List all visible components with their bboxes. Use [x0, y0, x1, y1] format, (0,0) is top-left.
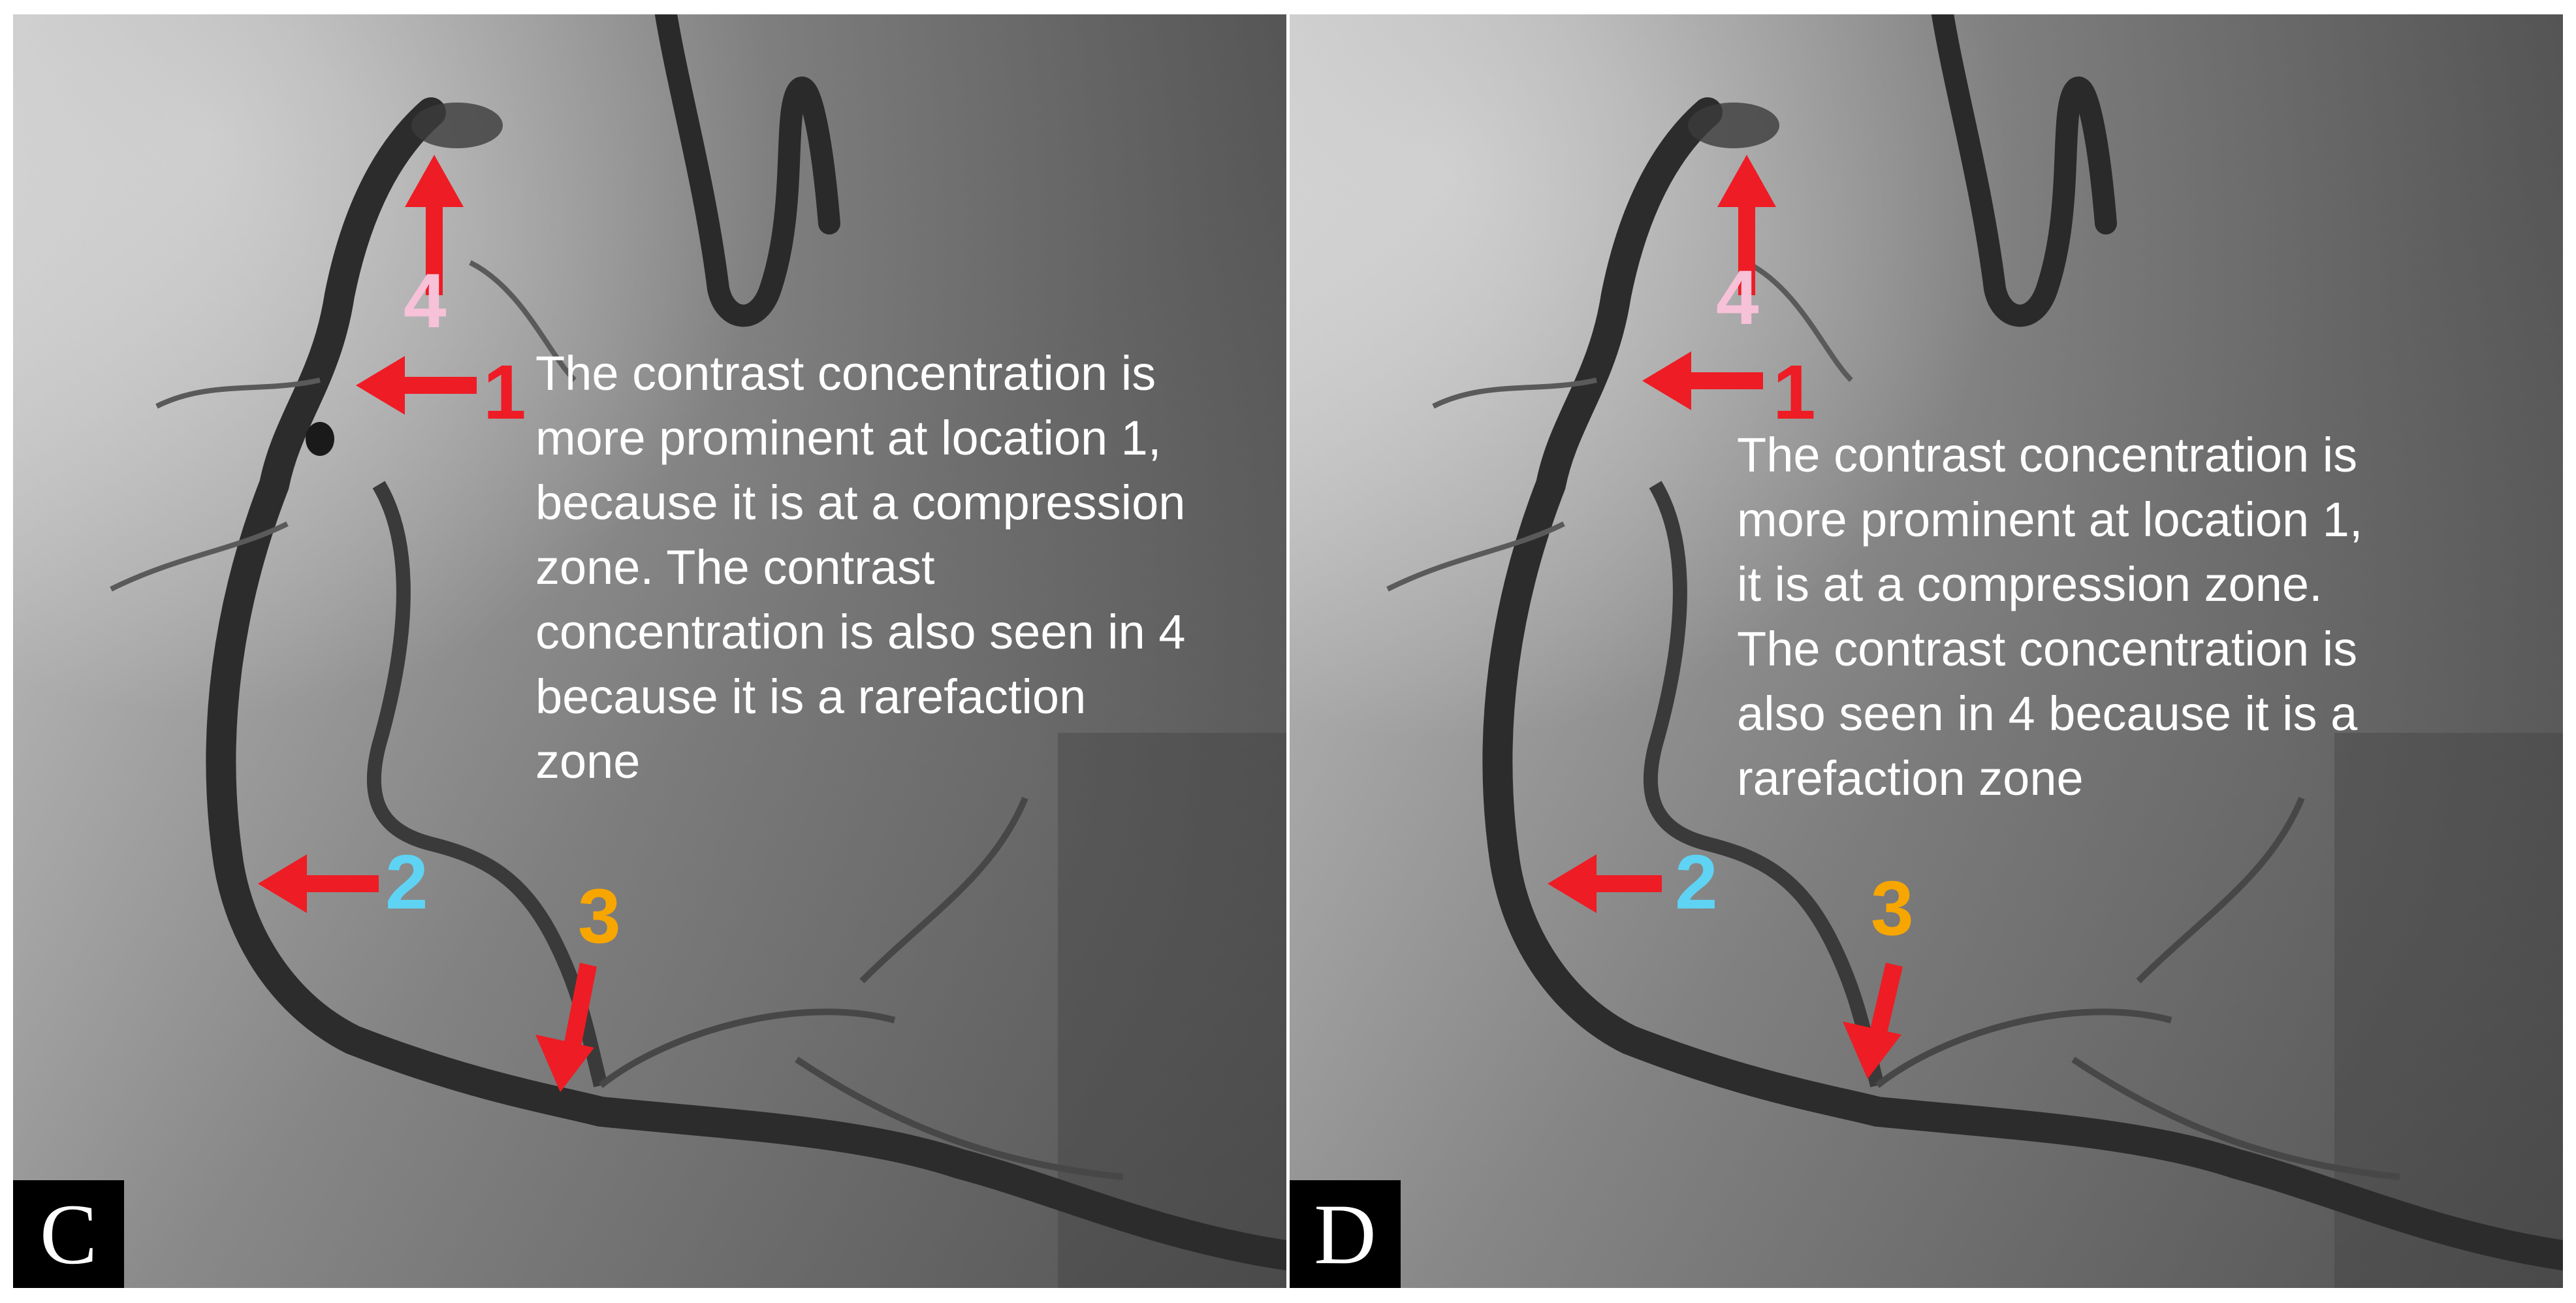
angiogram-image-c — [13, 14, 1286, 1288]
marker-label-3: 3 — [1871, 865, 1914, 952]
marker-label-2: 2 — [385, 839, 428, 925]
annotation-text: The contrast concentration is more promi… — [535, 346, 1186, 788]
marker-label-2: 2 — [1675, 839, 1718, 925]
marker-label-4: 4 — [1716, 255, 1759, 341]
panel-letter: C — [13, 1180, 124, 1288]
marker-label-4: 4 — [404, 258, 447, 344]
marker-label-1: 1 — [1773, 349, 1816, 436]
angiogram-image-d — [1290, 14, 2563, 1288]
marker-label-3: 3 — [578, 873, 621, 959]
angiogram-panel-d: The contrast concentration is more promi… — [1290, 14, 2563, 1288]
annotation-text: The contrast concentration is more promi… — [1737, 428, 2363, 805]
marker-label-1: 1 — [483, 349, 526, 436]
panel-letter: D — [1290, 1180, 1401, 1288]
angiogram-panel-c: The contrast concentration is more promi… — [13, 14, 1286, 1288]
